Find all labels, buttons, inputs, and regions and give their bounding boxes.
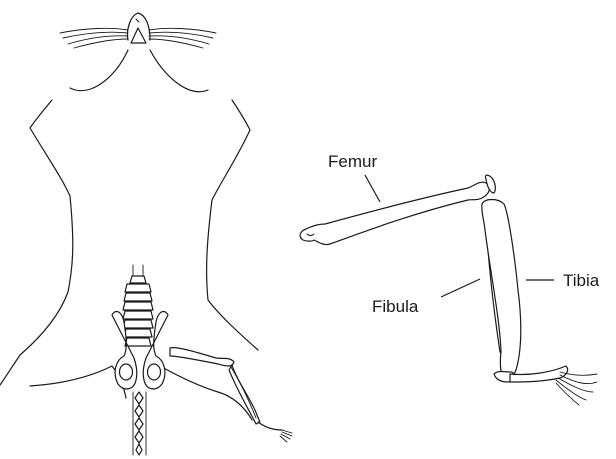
nostril — [136, 19, 139, 22]
femur-label: Femur — [328, 152, 377, 171]
tibia-bone — [482, 200, 521, 377]
whiskers-right — [149, 28, 216, 48]
femur-bone — [300, 182, 489, 244]
whiskers-left — [60, 28, 128, 48]
fibula-callout: Fibula — [372, 279, 480, 316]
fibula-leader-line — [441, 279, 480, 297]
body-outline-right — [207, 100, 258, 350]
body-femur — [170, 348, 234, 366]
tibia-label: Tibia — [563, 271, 600, 290]
lower-body-line-left — [30, 366, 126, 398]
tibia-callout: Tibia — [526, 271, 600, 290]
body-outline — [0, 100, 73, 385]
isolated-hindlimb-figure — [300, 175, 597, 405]
animal-body-figure — [0, 13, 292, 455]
lower-body-line-right — [160, 366, 252, 420]
tail-vertebrae — [133, 392, 146, 455]
lumbar-vertebrae — [123, 265, 153, 346]
femur-callout: Femur — [328, 152, 380, 202]
femur-leader-line — [365, 175, 380, 202]
nose-mark — [131, 28, 146, 43]
jaw-line — [70, 50, 208, 92]
foot — [510, 366, 568, 382]
snout-outline — [127, 13, 150, 40]
fibula-label: Fibula — [372, 297, 419, 316]
